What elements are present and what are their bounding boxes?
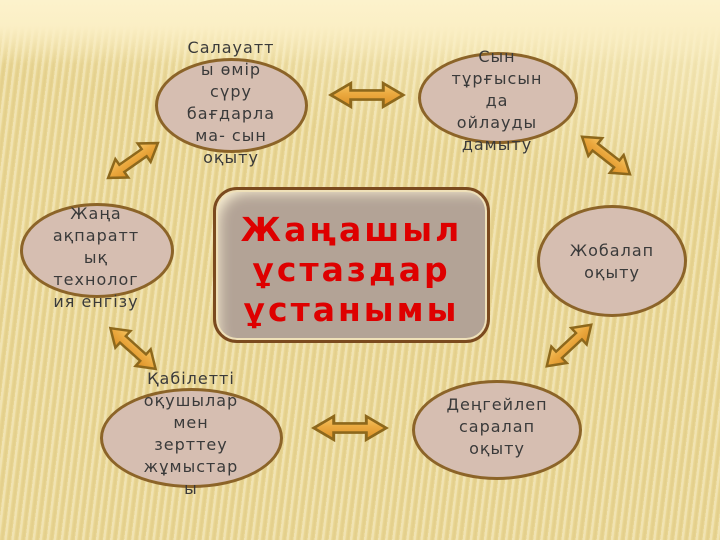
double-arrow-bottom-horizontal-icon — [312, 414, 388, 442]
double-arrow-top-right-diagonal-icon — [573, 126, 639, 185]
oval-new-information-technology-label: Жаңа ақпаратт ық технолог ия енгізу — [52, 204, 140, 311]
double-arrow-bottom-right-diagonal-icon — [537, 315, 601, 376]
oval-level-differentiated-teaching — [412, 380, 582, 480]
oval-healthy-lifestyle-label: Салауатт ы өмір сүру бағдарла ма- сын оқ… — [186, 38, 276, 167]
oval-new-information-technology — [20, 203, 174, 298]
oval-critical-thinking-label: Сын тұрғысын да ойлауды дамыту — [451, 47, 543, 154]
oval-gifted-students-research-label: Қабілетті оқушылар мен зерттеу жұмыстар … — [143, 369, 239, 498]
oval-project-teaching-label: Жобалап оқыту — [569, 241, 655, 282]
center-title-box: Жаңашыл ұстаздар ұстанымы — [213, 187, 490, 343]
oval-gifted-students-research — [100, 388, 283, 488]
oval-project-teaching — [537, 205, 687, 317]
oval-level-differentiated-teaching-label: Деңгейлеп саралап оқыту — [446, 395, 548, 458]
oval-critical-thinking — [418, 52, 578, 144]
slide-title: Жаңашыл ұстаздар ұстанымы — [240, 210, 463, 329]
double-arrow-top-horizontal-icon — [329, 81, 405, 109]
oval-healthy-lifestyle — [155, 58, 308, 153]
